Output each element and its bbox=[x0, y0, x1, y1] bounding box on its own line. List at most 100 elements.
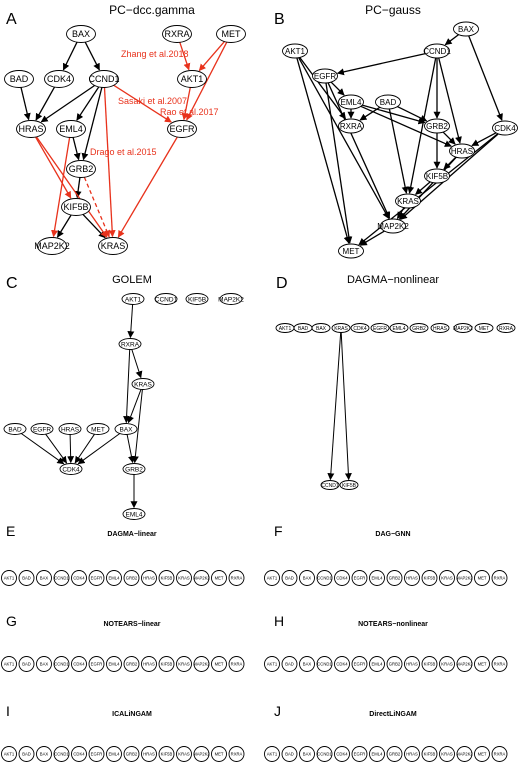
node-ellipse bbox=[404, 656, 420, 672]
node-label: MET bbox=[215, 575, 224, 580]
node-ellipse bbox=[185, 293, 209, 305]
node-ccnd1: CCND1 bbox=[53, 656, 70, 672]
node-egfr: EGFR bbox=[351, 746, 368, 762]
node-label: AKT1 bbox=[4, 661, 15, 666]
node-label: MAP2K2 bbox=[456, 575, 473, 580]
node-kif5b: KIF5B bbox=[421, 656, 438, 672]
node-label: GRB2 bbox=[126, 575, 138, 580]
node-ellipse bbox=[141, 746, 157, 762]
edge-kras-to-ccnd1 bbox=[327, 332, 342, 481]
node-rxra: RXRA bbox=[491, 570, 508, 586]
edge-rxra-to-bax bbox=[123, 349, 131, 424]
node-ccnd1: CCND1 bbox=[53, 570, 70, 586]
node-ellipse bbox=[30, 423, 54, 435]
edge-met-to-egfr bbox=[186, 41, 228, 121]
edge-egfr-to-cdk4 bbox=[45, 433, 68, 464]
edge-cdk4-to-hras bbox=[471, 132, 497, 147]
node-label: BAD bbox=[285, 751, 294, 756]
node-eml4: EML4 bbox=[389, 323, 409, 333]
node-label: RXRA bbox=[164, 29, 189, 39]
node-met: MET bbox=[474, 656, 490, 672]
node-ellipse bbox=[211, 656, 227, 672]
node-ellipse bbox=[424, 168, 450, 184]
node-ellipse bbox=[449, 143, 475, 159]
node-ellipse bbox=[453, 323, 473, 333]
edge-ccnd1-to-egfr bbox=[113, 84, 172, 123]
node-cdk4: CDK4 bbox=[492, 120, 518, 136]
node-ellipse bbox=[299, 746, 315, 762]
node-eml4: EML4 bbox=[106, 656, 122, 672]
node-ellipse bbox=[123, 570, 140, 586]
node-akt1: AKT1 bbox=[282, 43, 308, 59]
node-kif5b: KIF5B bbox=[158, 656, 175, 672]
node-ellipse bbox=[456, 570, 473, 586]
node-ellipse bbox=[350, 323, 370, 333]
node-label: KIF5B bbox=[424, 575, 436, 580]
node-bad: BAD bbox=[4, 70, 34, 88]
node-ellipse bbox=[228, 746, 245, 762]
node-ellipse bbox=[492, 120, 518, 136]
node-label: KRAS bbox=[441, 661, 453, 666]
node-ccnd1: CCND1 bbox=[316, 746, 333, 762]
node-label: EML4 bbox=[109, 575, 121, 580]
node-met: MET bbox=[211, 656, 227, 672]
node-label: BAD bbox=[8, 426, 22, 433]
node-ellipse bbox=[264, 656, 280, 672]
node-kif5b: KIF5B bbox=[421, 570, 438, 586]
node-grb2: GRB2 bbox=[386, 570, 403, 586]
node-label: EML4 bbox=[372, 661, 384, 666]
edge-eml4-to-hras bbox=[360, 105, 452, 147]
node-kif5b: KIF5B bbox=[424, 168, 450, 184]
node-label: HRAS bbox=[18, 124, 43, 134]
node-ellipse bbox=[4, 70, 34, 88]
node-ellipse bbox=[59, 463, 83, 475]
node-met: MET bbox=[86, 423, 110, 435]
node-label: BAD bbox=[22, 575, 31, 580]
node-hras: HRAS bbox=[404, 746, 420, 762]
node-ellipse bbox=[421, 656, 438, 672]
node-cdk4: CDK4 bbox=[334, 656, 350, 672]
node-label: GRB2 bbox=[125, 466, 143, 473]
edge-bad-to-grb2 bbox=[397, 106, 428, 122]
node-label: BAD bbox=[22, 661, 31, 666]
node-ellipse bbox=[106, 746, 122, 762]
node-label: KRAS bbox=[178, 575, 190, 580]
node-map2k2: MAP2K2 bbox=[456, 656, 473, 672]
node-label: CCND1 bbox=[317, 751, 332, 756]
edge-kras-to-grb2 bbox=[131, 389, 143, 464]
node-hras: HRAS bbox=[16, 120, 46, 138]
node-label: KRAS bbox=[134, 381, 152, 388]
node-label: HRAS bbox=[143, 661, 155, 666]
node-label: CDK4 bbox=[336, 751, 348, 756]
panel-title-directlingam: DirectLiNGAM bbox=[369, 711, 417, 718]
node-eml4: EML4 bbox=[369, 746, 385, 762]
node-label: BAD bbox=[380, 98, 397, 107]
node-bad: BAD bbox=[281, 570, 298, 586]
node-akt1: AKT1 bbox=[275, 323, 295, 333]
node-hras: HRAS bbox=[141, 746, 157, 762]
node-bad: BAD bbox=[18, 746, 35, 762]
node-kif5b: KIF5B bbox=[158, 746, 175, 762]
edge-bad-to-kras bbox=[388, 108, 409, 194]
node-egfr: EGFR bbox=[88, 746, 105, 762]
node-label: AKT1 bbox=[4, 751, 15, 756]
node-ellipse bbox=[389, 323, 409, 333]
edge-rxra-to-akt1 bbox=[179, 42, 191, 71]
node-label: HRAS bbox=[433, 326, 448, 332]
node-label: RXRA bbox=[494, 575, 506, 580]
edge-cdk4-to-hras bbox=[35, 86, 56, 121]
node-rxra: RXRA bbox=[338, 118, 364, 134]
node-ellipse bbox=[158, 570, 175, 586]
node-ellipse bbox=[338, 118, 364, 134]
node-label: MET bbox=[222, 29, 242, 39]
node-bad: BAD bbox=[293, 323, 313, 333]
edge-met-to-akt1 bbox=[198, 41, 225, 72]
node-kif5b: KIF5B bbox=[185, 293, 209, 305]
node-cdk4: CDK4 bbox=[59, 463, 83, 475]
edge-ccnd1-to-hras bbox=[438, 57, 462, 144]
node-label: MAP2K2 bbox=[193, 751, 210, 756]
edge-grb2-to-hras bbox=[442, 131, 456, 145]
node-egfr: EGFR bbox=[88, 656, 105, 672]
node-ellipse bbox=[211, 746, 227, 762]
node-label: KIF5B bbox=[342, 483, 357, 489]
